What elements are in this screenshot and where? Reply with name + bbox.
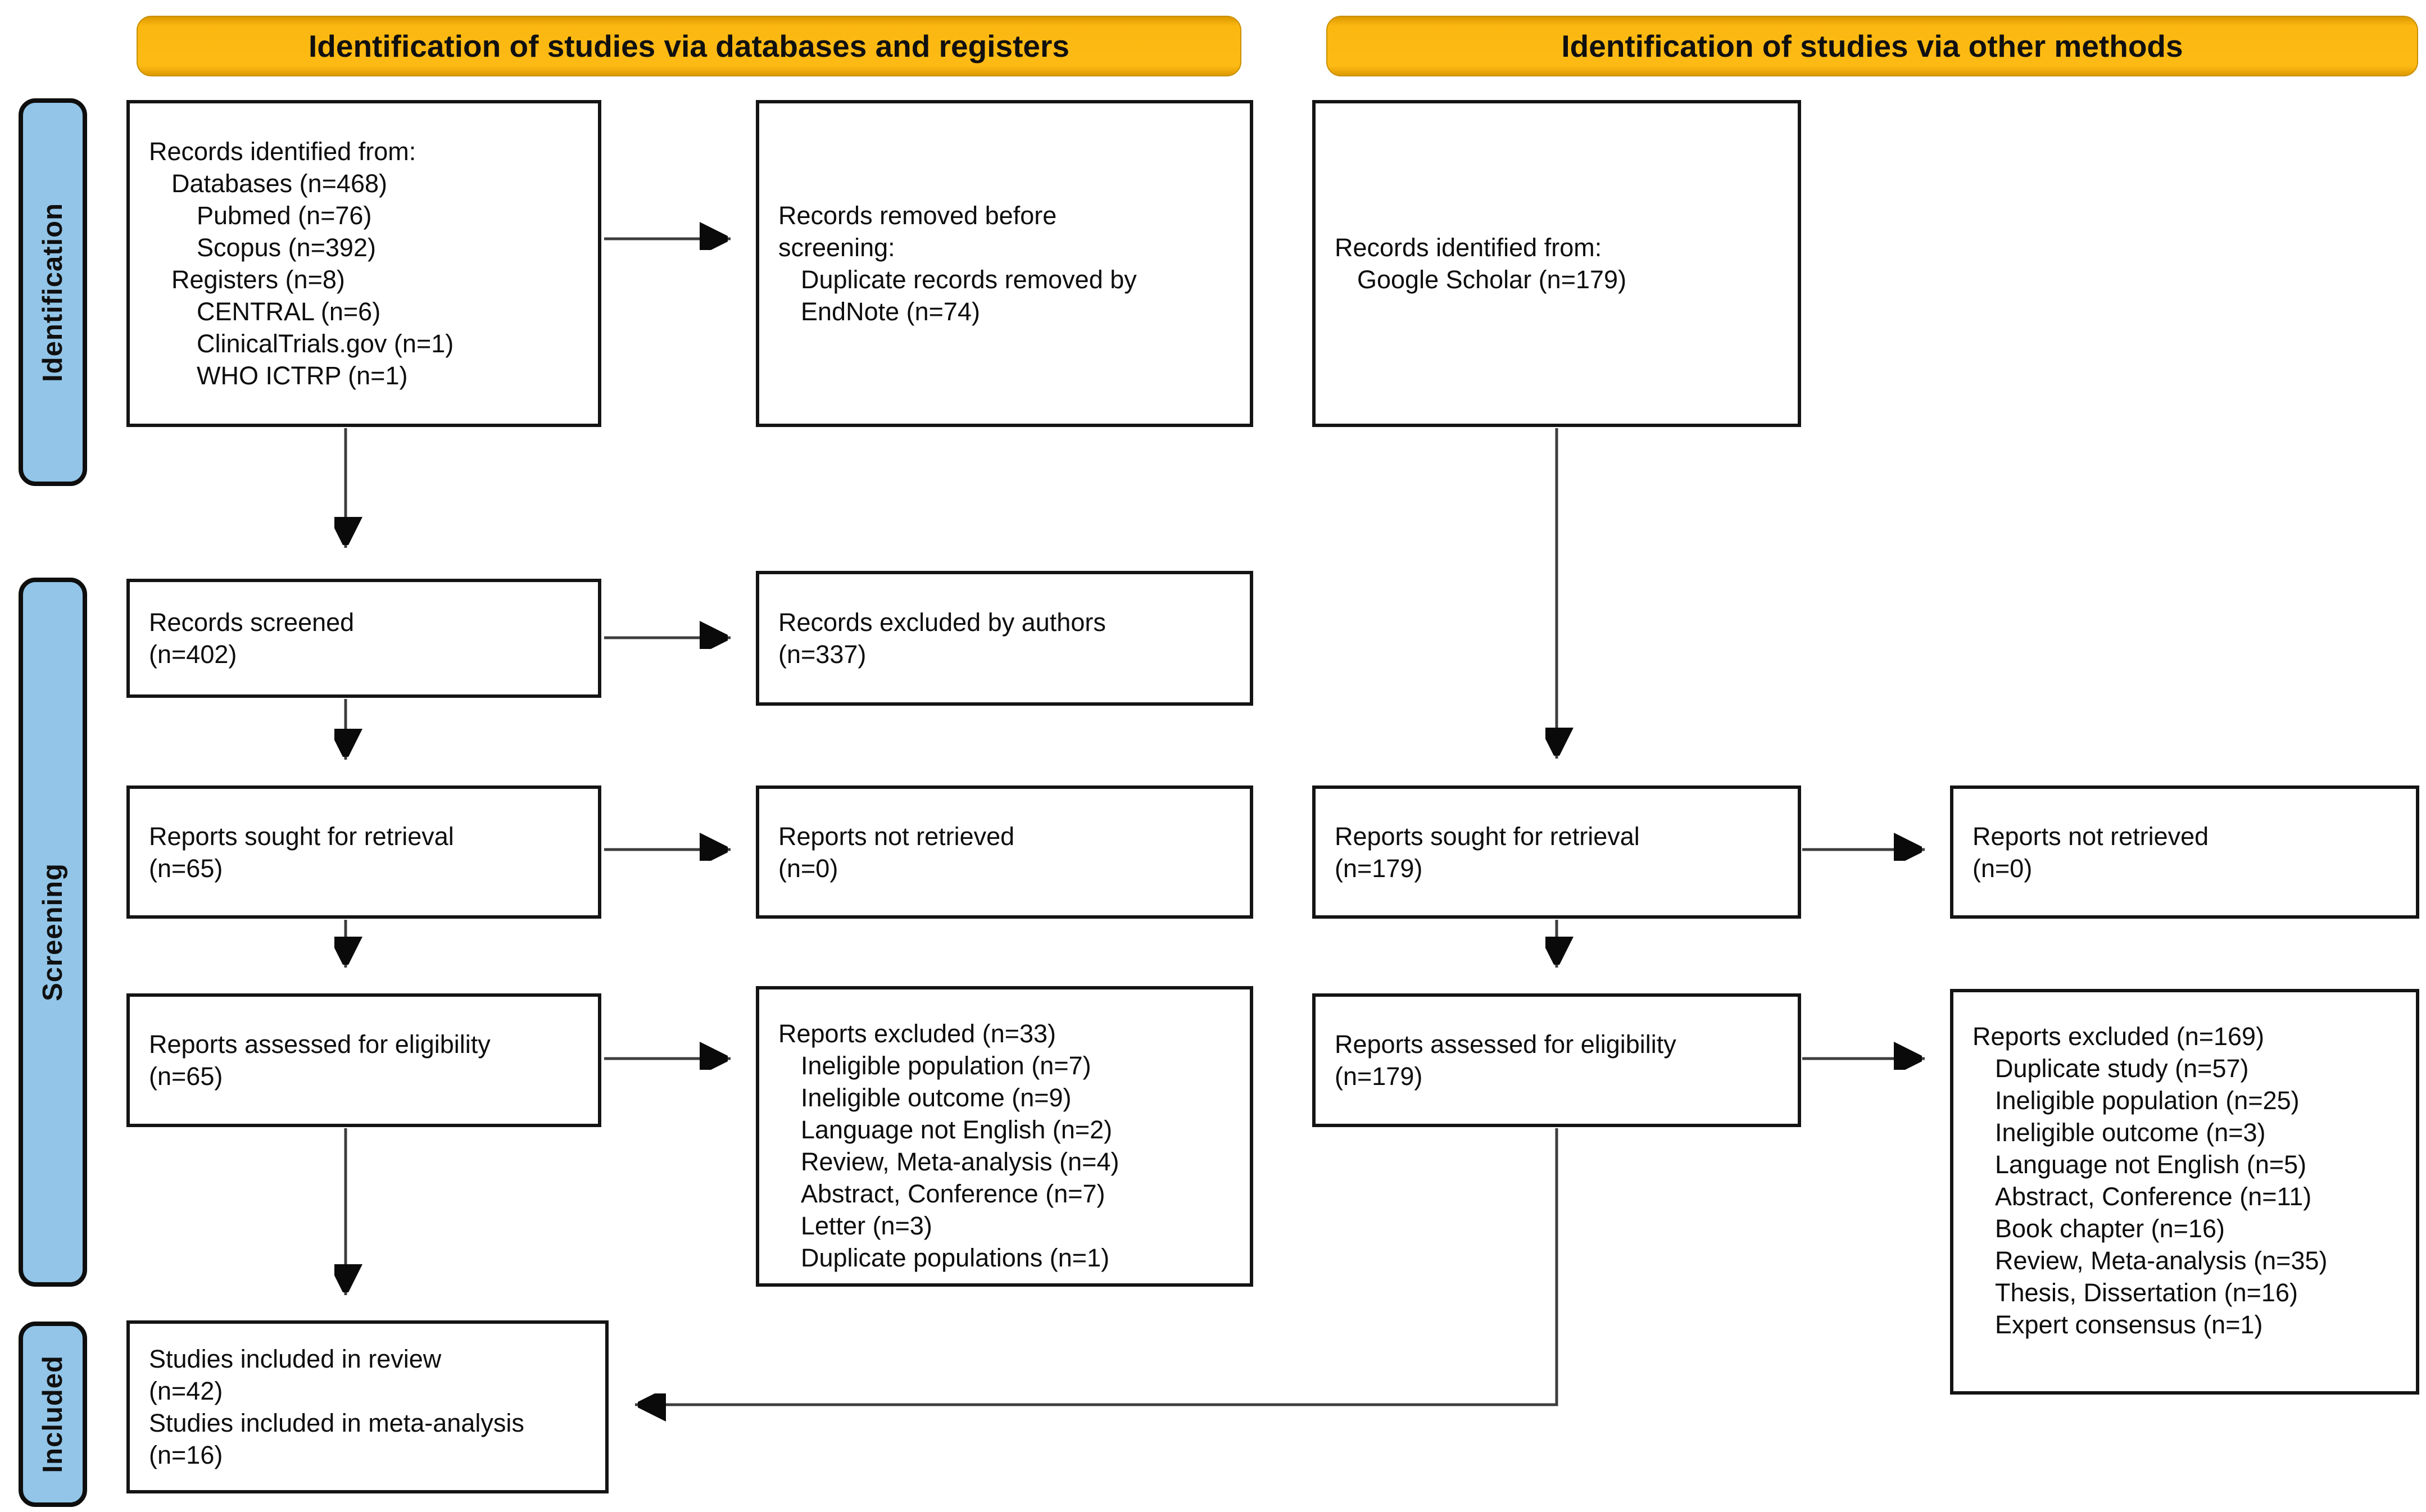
text-line: Databases (n=468) xyxy=(171,169,387,198)
text-line: Duplicate study (n=57) xyxy=(1995,1054,2249,1083)
text-line: Studies included in review xyxy=(149,1345,442,1373)
text-line: Thesis, Dissertation (n=16) xyxy=(1995,1278,2298,1307)
text-line: CENTRAL (n=6) xyxy=(197,297,381,326)
text-line: Book chapter (n=16) xyxy=(1995,1214,2225,1243)
text-line: (n=65) xyxy=(149,853,223,883)
text-line: Records removed before xyxy=(778,201,1057,230)
box-studies-included: Studies included in review (n=42) Studies … xyxy=(126,1320,609,1493)
text-line: Abstract, Conference (n=7) xyxy=(801,1179,1105,1208)
text-line: Scopus (n=392) xyxy=(197,233,376,262)
text-line: (n=179) xyxy=(1335,853,1423,883)
text-line: Ineligible outcome (n=9) xyxy=(801,1083,1072,1112)
box-reports-sought-databases: Reports sought for retrieval(n=65) xyxy=(126,785,601,919)
box-records-excluded-by-authors: Records excluded by authors (n=337) xyxy=(756,571,1253,706)
stage-label-included: Included xyxy=(19,1322,87,1507)
text-line: Language not English (n=5) xyxy=(1995,1150,2307,1179)
text-line: Reports assessed for eligibility xyxy=(149,1030,491,1059)
text-line: screening: xyxy=(778,233,895,262)
text-line: Records identified from: xyxy=(1335,233,1602,262)
text-line: ClinicalTrials.gov (n=1) xyxy=(197,329,454,358)
text-line: Reports assessed for eligibility xyxy=(1335,1030,1676,1059)
text-line: Reports sought for retrieval xyxy=(1335,821,1640,851)
box-reports-assessed-databases: Reports assessed for eligibility (n=65) xyxy=(126,993,601,1127)
banner-databases-registers: Identification of studies via databases … xyxy=(137,16,1241,76)
text-line: Records excluded by authors xyxy=(778,608,1106,637)
box-records-identified-databases: Records identified from: Databases (n=468… xyxy=(126,100,601,427)
box-records-removed-before-screening: Records removed before screening: Duplicat… xyxy=(756,100,1253,427)
text-line: (n=0) xyxy=(778,853,838,883)
box-reports-not-retrieved-databases: Reports not retrieved(n=0) xyxy=(756,785,1253,919)
text-line: Registers (n=8) xyxy=(171,265,345,294)
text-line: Pubmed (n=76) xyxy=(197,201,372,230)
text-line: Records screened xyxy=(149,608,355,637)
box-reports-assessed-other: Reports assessed for eligibility (n=179) xyxy=(1312,993,1801,1127)
text-line: Abstract, Conference (n=11) xyxy=(1995,1182,2312,1211)
text-line: Reports excluded (n=169) xyxy=(1972,1022,2265,1051)
text-line: (n=16) xyxy=(149,1441,223,1469)
text-line: (n=42) xyxy=(149,1377,223,1405)
text-line: Reports not retrieved xyxy=(1972,821,2209,851)
text-line: Studies included in meta-analysis xyxy=(149,1409,524,1437)
stage-label-included-text: Included xyxy=(38,1355,68,1473)
text-line: Reports sought for retrieval xyxy=(149,821,454,851)
text-line: EndNote (n=74) xyxy=(801,297,980,326)
text-line: (n=402) xyxy=(149,640,237,669)
stage-label-identification: Identification xyxy=(19,98,87,486)
text-line: Duplicate records removed by xyxy=(801,265,1137,294)
box-records-identified-other: Records identified from: Google Scholar (… xyxy=(1312,100,1801,427)
stage-label-identification-text: Identification xyxy=(38,202,68,382)
banner-other-methods: Identification of studies via other meth… xyxy=(1326,16,2418,76)
text-line: Language not English (n=2) xyxy=(801,1115,1113,1144)
text-line: Ineligible population (n=7) xyxy=(801,1051,1091,1080)
box-reports-excluded-other: Reports excluded (n=169) Duplicate study … xyxy=(1950,989,2419,1395)
text-line: Google Scholar (n=179) xyxy=(1357,265,1627,294)
text-line: (n=65) xyxy=(149,1062,223,1091)
box-reports-not-retrieved-other: Reports not retrieved(n=0) xyxy=(1950,785,2419,919)
box-reports-excluded-databases: Reports excluded (n=33) Ineligible popula… xyxy=(756,986,1253,1287)
text-line: Review, Meta-analysis (n=35) xyxy=(1995,1246,2328,1275)
text-line: Ineligible population (n=25) xyxy=(1995,1086,2300,1115)
box-records-screened: Records screened (n=402) xyxy=(126,579,601,698)
text-line: (n=337) xyxy=(778,640,867,669)
text-line: Records identified from: xyxy=(149,137,416,166)
box-reports-sought-other: Reports sought for retrieval(n=179) xyxy=(1312,785,1801,919)
text-line: Reports excluded (n=33) xyxy=(778,1019,1056,1048)
text-line: Expert consensus (n=1) xyxy=(1995,1310,2263,1339)
text-line: Review, Meta-analysis (n=4) xyxy=(801,1147,1119,1176)
text-line: (n=0) xyxy=(1972,853,2033,883)
stage-label-screening: Screening xyxy=(19,578,87,1287)
text-line: Ineligible outcome (n=3) xyxy=(1995,1118,2266,1147)
text-line: Duplicate populations (n=1) xyxy=(801,1243,1110,1272)
stage-label-screening-text: Screening xyxy=(38,863,68,1001)
text-line: Reports not retrieved xyxy=(778,821,1015,851)
text-line: WHO ICTRP (n=1) xyxy=(197,361,408,390)
text-line: Letter (n=3) xyxy=(801,1211,932,1240)
text-line: (n=179) xyxy=(1335,1062,1423,1091)
